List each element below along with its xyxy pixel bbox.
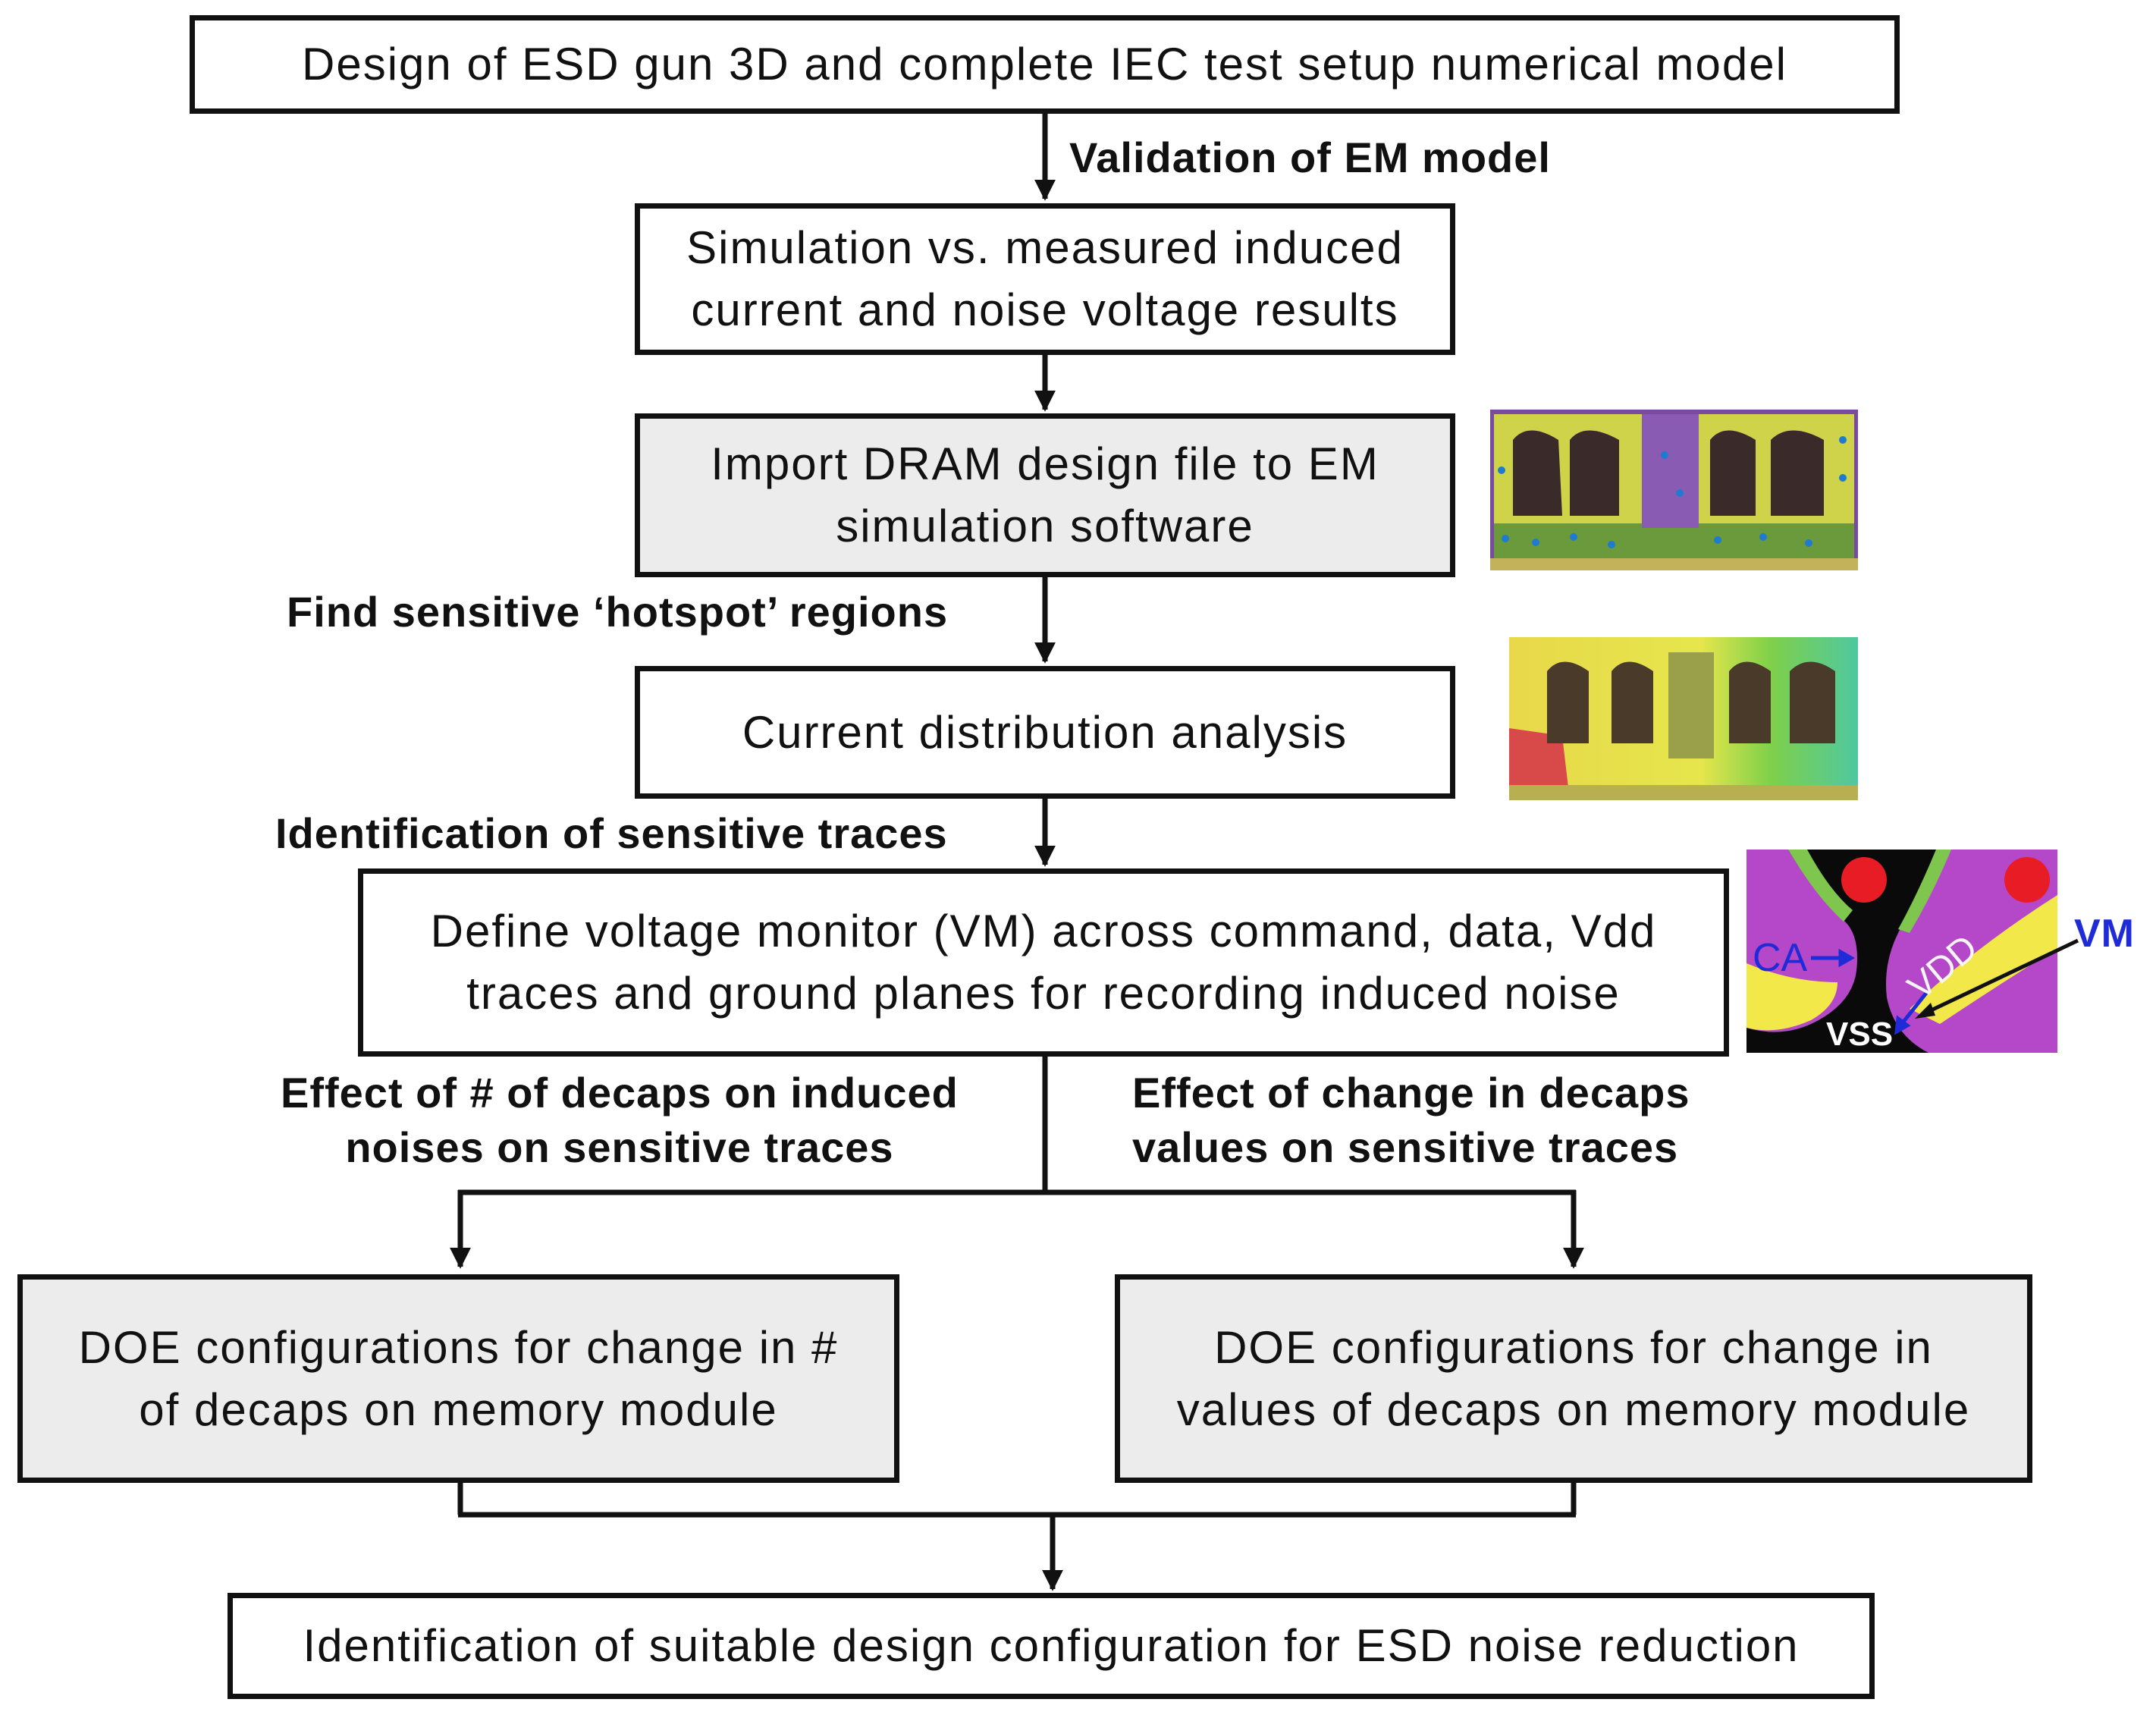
final-identification-box: Identification of suitable design config… — [228, 1593, 1875, 1699]
inset-vss-label: VSS — [1826, 1016, 1893, 1053]
effect-count-label: Effect of # of decaps on induced noises … — [281, 1066, 959, 1175]
effect-values-line1: Effect of change in decaps — [1132, 1069, 1690, 1117]
doe-count-box: DOE configurations for change in # of de… — [17, 1274, 899, 1483]
doe-count-text-line1: DOE configurations for change in # — [78, 1321, 839, 1373]
validation-label: Validation of EM model — [1069, 133, 1551, 181]
effect-values-label: Effect of change in decaps values on sen… — [1132, 1066, 1690, 1175]
define-text-line2: traces and ground planes for recording i… — [466, 968, 1621, 1019]
voltage-monitor-graphic: CA VDD VSS — [1746, 850, 2057, 1053]
dram-layout-thumbnail — [1490, 410, 1858, 570]
effect-values-line2: values on sensitive traces — [1132, 1123, 1679, 1171]
import-dram-box: Import DRAM design file to EM simulation… — [635, 413, 1455, 577]
doe-count-text-line2: of decaps on memory module — [139, 1384, 778, 1435]
doe-values-text-line1: DOE configurations for change in — [1214, 1321, 1933, 1373]
design-model-text: Design of ESD gun 3D and complete IEC te… — [302, 39, 1787, 90]
current-distribution-thumbnail — [1509, 637, 1858, 800]
dram-layout-graphic — [1490, 410, 1858, 570]
hotspot-label: Find sensitive ‘hotspot’ regions — [287, 588, 949, 636]
inset-ca-label: CA — [1753, 936, 1808, 980]
simulation-results-box: Simulation vs. measured induced current … — [635, 203, 1455, 355]
import-text-line2: simulation software — [836, 501, 1254, 551]
vm-label: VM — [2074, 912, 2135, 956]
effect-count-line1: Effect of # of decaps on induced — [281, 1069, 959, 1117]
simulation-text-line1: Simulation vs. measured induced — [686, 222, 1404, 273]
final-identification-text: Identification of suitable design config… — [303, 1620, 1800, 1671]
current-distribution-graphic — [1509, 637, 1858, 800]
voltage-monitor-inset: CA VDD VSS — [1746, 850, 2057, 1053]
doe-values-box: DOE configurations for change in values … — [1115, 1274, 2032, 1483]
identification-label: Identification of sensitive traces — [275, 809, 948, 857]
current-distribution-box: Current distribution analysis — [635, 666, 1455, 799]
simulation-text-line2: current and noise voltage results — [691, 284, 1399, 335]
current-distribution-text: Current distribution analysis — [742, 706, 1348, 758]
effect-count-line2: noises on sensitive traces — [345, 1123, 894, 1171]
design-model-box: Design of ESD gun 3D and complete IEC te… — [190, 15, 1900, 114]
define-voltage-monitor-box: Define voltage monitor (VM) across comma… — [358, 868, 1729, 1057]
define-text-line1: Define voltage monitor (VM) across comma… — [430, 906, 1657, 956]
import-text-line1: Import DRAM design file to EM — [711, 438, 1379, 489]
doe-values-text-line2: values of decaps on memory module — [1176, 1384, 1971, 1435]
